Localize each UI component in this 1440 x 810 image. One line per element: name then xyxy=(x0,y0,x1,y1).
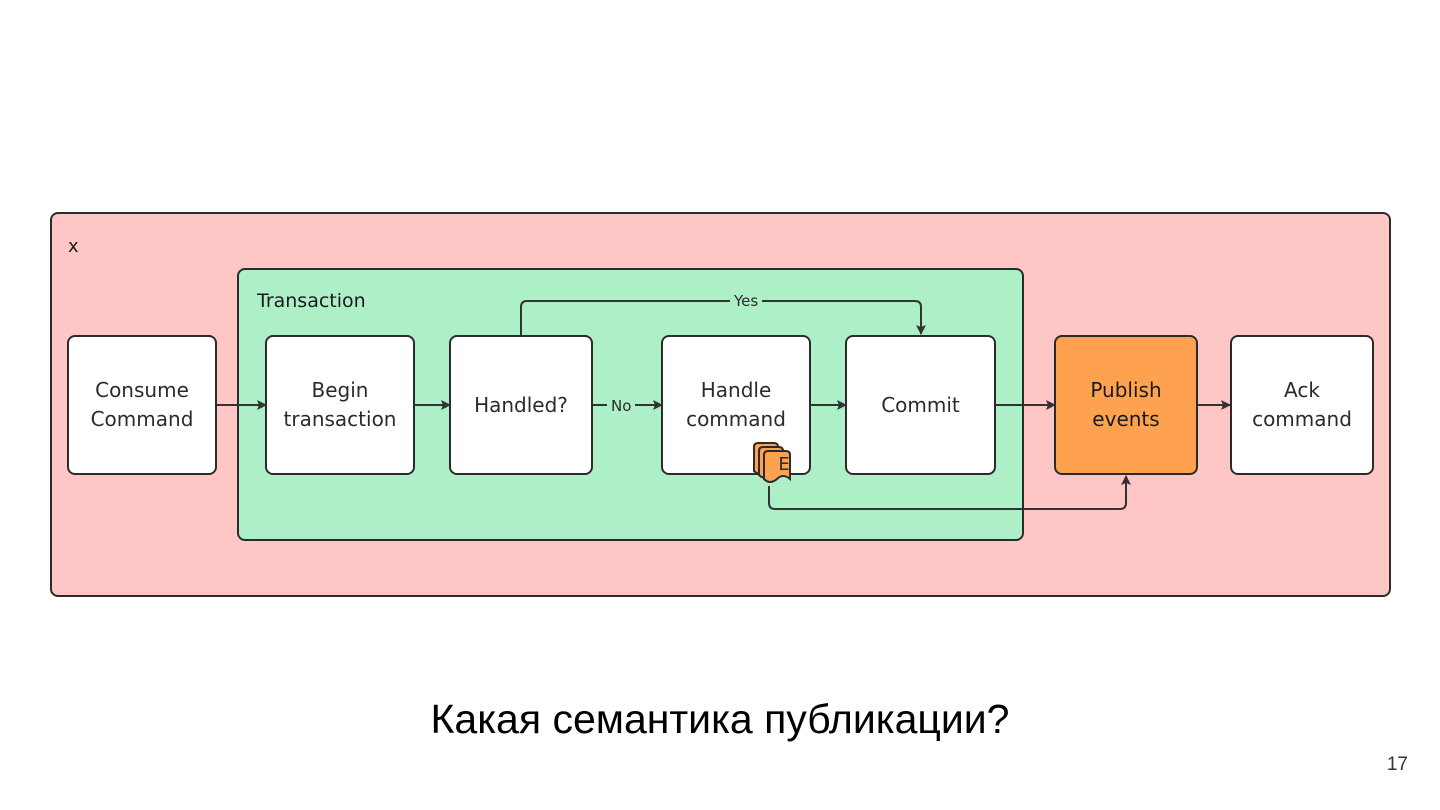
event-marker-label: E xyxy=(778,454,790,475)
events-stack-icon xyxy=(753,442,791,483)
edge-events-publish xyxy=(768,475,1131,510)
slide-question: Какая семантика публикации? xyxy=(430,696,1010,742)
node-publish-events: Publish events xyxy=(1054,335,1198,475)
node-begin-transaction: Begin transaction xyxy=(265,335,415,475)
edge-label-yes: Yes xyxy=(730,292,763,310)
edge-yes xyxy=(520,300,926,335)
outer-container-label: x xyxy=(68,236,79,257)
node-handled-decision: Handled? xyxy=(449,335,593,475)
edge-label-no: No xyxy=(607,397,636,415)
transaction-label: Transaction xyxy=(257,290,366,312)
node-consume-command: Consume Command xyxy=(67,335,217,475)
page-number: 17 xyxy=(1386,754,1408,775)
node-commit: Commit xyxy=(845,335,996,475)
node-ack-command: Ack command xyxy=(1230,335,1374,475)
